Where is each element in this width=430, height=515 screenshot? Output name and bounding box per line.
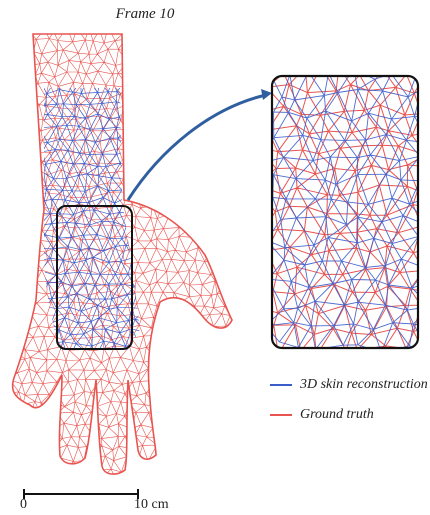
legend-swatch-red bbox=[270, 414, 292, 416]
mesh-edges bbox=[27, 78, 159, 371]
scale-start-label: 0 bbox=[20, 497, 27, 513]
legend-item-reconstruction: 3D skin reconstruction bbox=[270, 370, 428, 400]
legend-label: Ground truth bbox=[300, 407, 374, 423]
legend-item-ground-truth: Ground truth bbox=[270, 400, 428, 430]
ground-truth-mesh bbox=[0, 27, 251, 484]
legend: 3D skin reconstruction Ground truth bbox=[270, 370, 428, 430]
zoom-inset bbox=[257, 67, 430, 374]
scale-end-label: 10 cm bbox=[134, 497, 169, 513]
legend-swatch-blue bbox=[270, 384, 292, 386]
zoom-arrow bbox=[128, 95, 266, 200]
reconstruction-mesh bbox=[27, 78, 159, 371]
figure-title: Frame 10 bbox=[0, 6, 290, 23]
legend-label: 3D skin reconstruction bbox=[300, 377, 428, 393]
scale-bar bbox=[24, 489, 138, 499]
zoom-arrow-head bbox=[261, 89, 272, 100]
